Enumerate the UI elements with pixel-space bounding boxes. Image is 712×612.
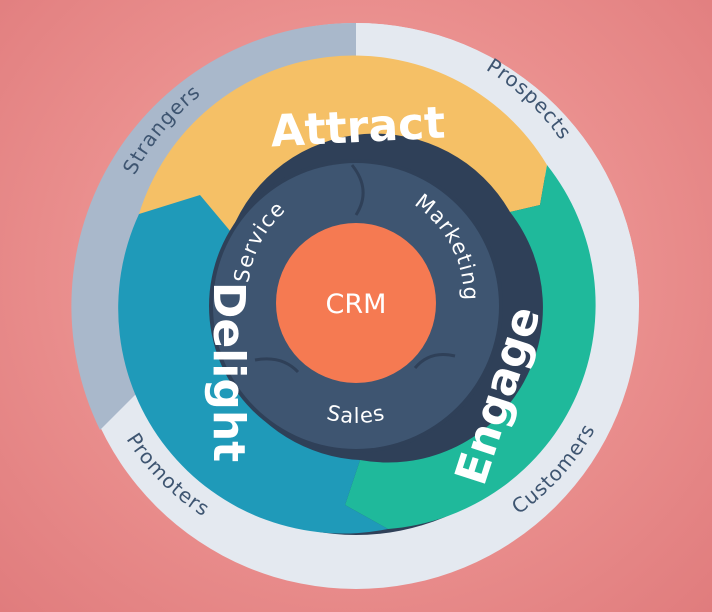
svg-text:Sales: Sales [325, 400, 387, 428]
hub-dividers [254, 164, 456, 374]
hub-label-sales: Sales [325, 400, 386, 428]
stage-attract-segment [139, 55, 547, 232]
outer-ring-light-segment [356, 23, 639, 330]
crm-center [276, 223, 436, 383]
stage-engage-segment [345, 165, 596, 529]
stage-label-attract: Attract [269, 97, 446, 157]
crm-label: CRM [326, 289, 387, 320]
stage-segments [118, 55, 596, 534]
stage-label-delight: Delight [203, 282, 254, 462]
outer-ring-dark-band [71, 22, 356, 431]
stage-delight-segment [118, 195, 389, 534]
